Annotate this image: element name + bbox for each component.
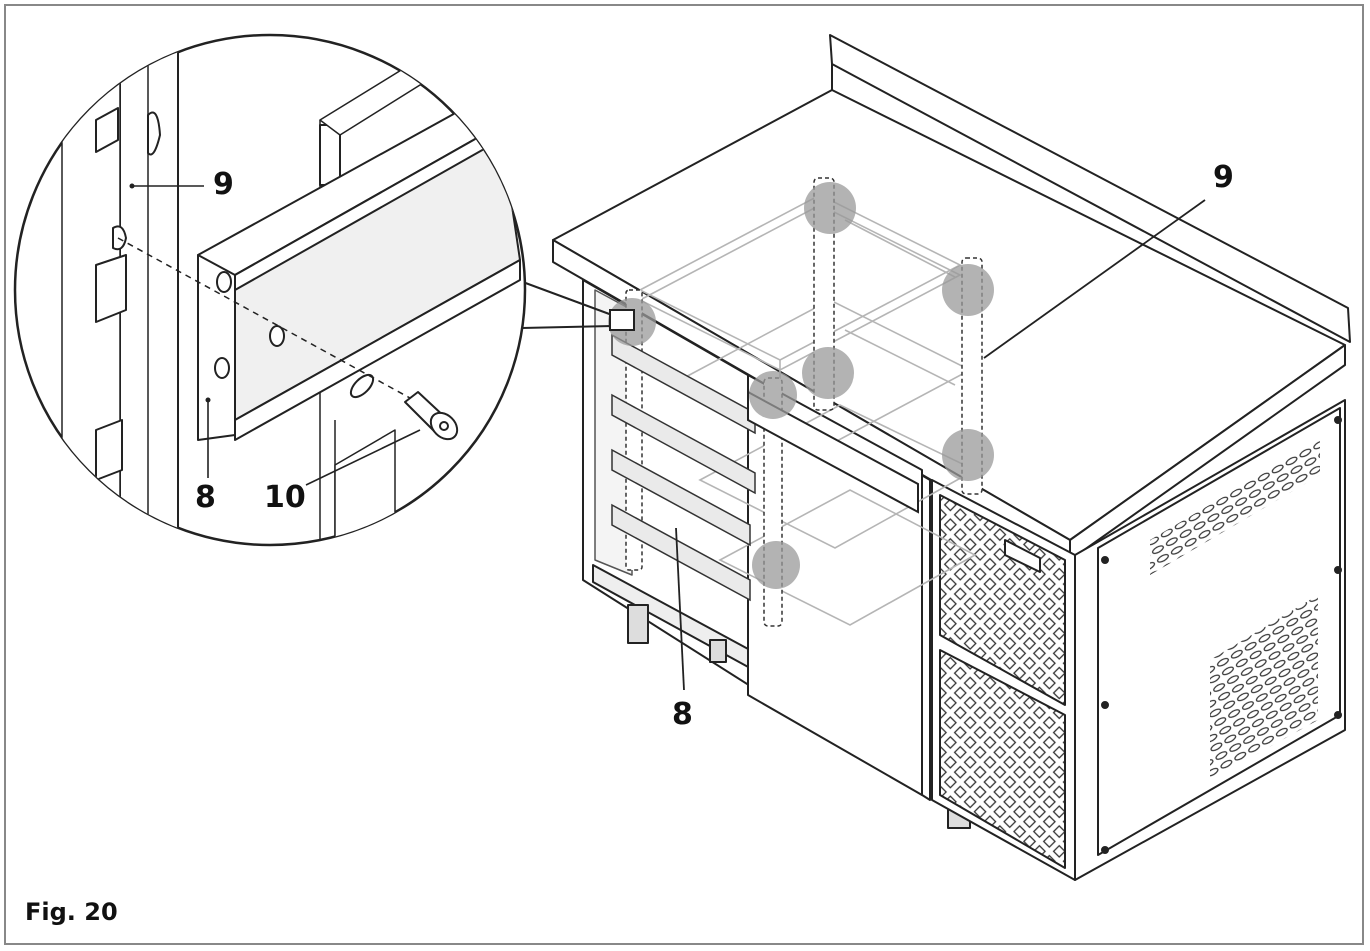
callout-main-bracket: 8 (672, 697, 693, 732)
bracket-part-8 (611, 333, 919, 602)
figure-caption: Fig. 20 (25, 898, 118, 926)
leader-main-rail (983, 199, 1206, 359)
callout-detail-pin: 10 (264, 480, 306, 515)
callout-main-rail: 9 (1213, 160, 1234, 195)
callout-detail-bracket: 8 (195, 480, 216, 515)
fixing-point-highlights (608, 182, 994, 589)
leader-detail-pin (305, 429, 421, 486)
detail-contents (61, 39, 521, 545)
callout-detail-rail: 9 (213, 167, 234, 202)
leader-main-bracket (675, 527, 685, 691)
